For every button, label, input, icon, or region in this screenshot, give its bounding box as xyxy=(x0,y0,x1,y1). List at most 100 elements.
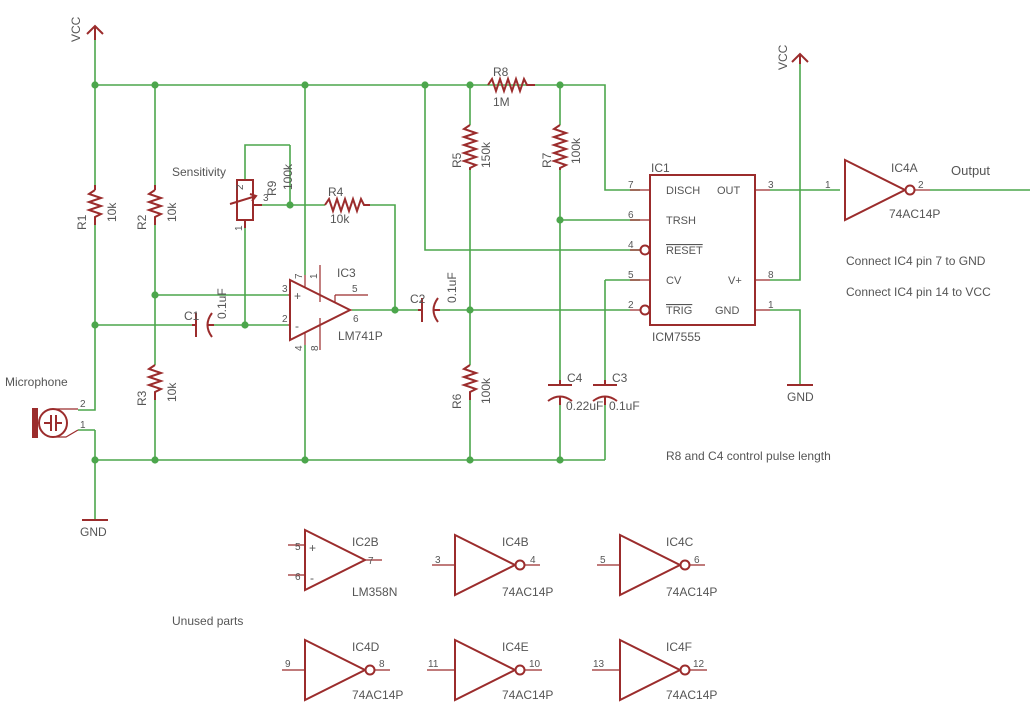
resistor-zigzag-icon xyxy=(145,189,165,225)
resistor-name: R5 xyxy=(450,152,464,168)
pin-number: 7 xyxy=(368,556,374,567)
resistor-name: R9 xyxy=(265,180,279,196)
opamp-ic2b: + - 5 6 7 IC2B LM358N xyxy=(288,528,397,599)
resistor-zigzag-icon xyxy=(487,75,535,95)
note-pin14: Connect IC4 pin 14 to VCC xyxy=(846,285,991,299)
inverter-ic4b: 3 4 IC4B 74AC14P xyxy=(432,533,553,599)
pin-number: 5 xyxy=(295,542,301,553)
ic-name: IC4E xyxy=(502,640,529,654)
resistor-name: R8 xyxy=(493,65,509,79)
junction-dot xyxy=(301,456,309,464)
pin-number: 5 xyxy=(628,270,634,281)
resistor-r6: R6 100k xyxy=(450,364,493,409)
resistor-name: R4 xyxy=(328,185,344,199)
pin-number: 9 xyxy=(285,659,291,670)
inverting-bubble-icon xyxy=(639,244,651,256)
inverter-ic4d: 9 8 IC4D 74AC14P xyxy=(282,638,403,702)
inverting-bubble-icon xyxy=(514,559,526,571)
resistor-zigzag-icon xyxy=(460,364,480,400)
inverting-bubble-icon xyxy=(679,664,691,676)
ic-name: IC4D xyxy=(352,640,380,654)
inverting-bubble-icon xyxy=(904,184,916,196)
ic-name: IC4B xyxy=(502,535,529,549)
vcc-right-symbol: VCC xyxy=(776,44,809,70)
resistor-value: 100k xyxy=(281,163,295,190)
ic-part: 74AC14P xyxy=(352,688,403,702)
capacitor-value: 0.1uF xyxy=(445,272,459,303)
ic-part: 74AC14P xyxy=(502,585,553,599)
ic-part: 74AC14P xyxy=(666,585,717,599)
junction-dot xyxy=(91,321,99,329)
inverter-triangle-icon xyxy=(844,158,908,222)
resistor-zigzag-icon xyxy=(145,364,165,400)
pin-number: 2 xyxy=(80,399,86,410)
pin-number: 4 xyxy=(530,555,536,566)
inverter-ic4c: 5 6 IC4C 74AC14P xyxy=(597,533,717,599)
resistor-value: 10k xyxy=(165,382,179,402)
capacitor-c3: C3 0.1uF xyxy=(592,371,640,413)
pin-number: 6 xyxy=(295,572,301,583)
opamp-triangle-icon xyxy=(304,528,368,592)
pin-number: 1 xyxy=(825,180,831,191)
junction-dot xyxy=(556,216,564,224)
pin-number: 1 xyxy=(309,273,320,279)
capacitor-name: C4 xyxy=(567,371,583,385)
opamp-plus-sign: + xyxy=(294,289,301,303)
gnd-right-symbol: GND xyxy=(787,384,814,404)
output-net-label: Output xyxy=(951,163,990,178)
pin-number: 1 xyxy=(80,420,86,431)
capacitor-value: 0.1uF xyxy=(215,288,229,319)
ic-name: IC1 xyxy=(651,161,670,175)
gnd-label: GND xyxy=(80,525,107,539)
resistor-zigzag-icon xyxy=(550,124,570,170)
resistor-value: 100k xyxy=(479,377,493,404)
pin-number: 4 xyxy=(628,240,634,251)
junction-dot xyxy=(151,291,159,299)
junction-dot xyxy=(466,81,474,89)
note-pin7: Connect IC4 pin 7 to GND xyxy=(846,254,986,268)
timer-ic1: IC1 ICM7555 DISCH TRSH RESET CV TRIG OUT… xyxy=(628,161,774,344)
ic-part: 74AC14P xyxy=(889,207,940,221)
junction-dot xyxy=(241,321,249,329)
capacitor-value: 0.1uF xyxy=(609,399,640,413)
pin-number: 3 xyxy=(282,284,288,295)
ic-part: ICM7555 xyxy=(652,330,701,344)
capacitor-name: C1 xyxy=(184,309,200,323)
vcc-label: VCC xyxy=(69,16,83,42)
pin-number: 2 xyxy=(282,314,288,325)
pin-number: 1 xyxy=(768,300,774,311)
pin-number: 8 xyxy=(379,659,385,670)
opamp-minus-sign: - xyxy=(310,571,314,585)
pin-number: 3 xyxy=(263,193,269,204)
ic-part: LM741P xyxy=(338,329,383,343)
inverter-ic4f: 13 12 IC4F 74AC14P xyxy=(592,638,717,702)
resistor-name: R2 xyxy=(135,214,149,230)
pin-number: 6 xyxy=(353,314,359,325)
resistor-r8: R8 1M xyxy=(487,65,535,109)
junction-dot xyxy=(391,306,399,314)
resistor-value: 10k xyxy=(165,202,179,222)
pin-number: 2 xyxy=(628,300,634,311)
pin-number: 8 xyxy=(310,345,321,351)
resistor-name: R7 xyxy=(540,152,554,168)
inverting-bubble-icon xyxy=(364,664,376,676)
pin-label: GND xyxy=(715,305,740,317)
resistor-zigzag-icon xyxy=(85,189,105,225)
resistor-r1: R1 10k xyxy=(75,185,119,230)
pin-number: 7 xyxy=(294,273,305,279)
pin-number: 3 xyxy=(435,555,441,566)
ic-name: IC4A xyxy=(891,161,918,175)
opamp-minus-sign: - xyxy=(295,319,299,333)
note-pulse-length: R8 and C4 control pulse length xyxy=(666,449,831,463)
microphone-icon xyxy=(38,408,68,438)
pin-number: 11 xyxy=(428,659,439,670)
resistor-name: R6 xyxy=(450,393,464,409)
inverter-ic4e: 11 10 IC4E 74AC14P xyxy=(427,638,553,702)
note-unused-parts: Unused parts xyxy=(172,614,243,628)
pin-label: RESET xyxy=(666,245,703,257)
pin-number: 8 xyxy=(768,270,774,281)
capacitor-c4: C4 0.22uF xyxy=(547,371,603,413)
ic-name: IC4F xyxy=(666,640,692,654)
junction-dot xyxy=(556,81,564,89)
